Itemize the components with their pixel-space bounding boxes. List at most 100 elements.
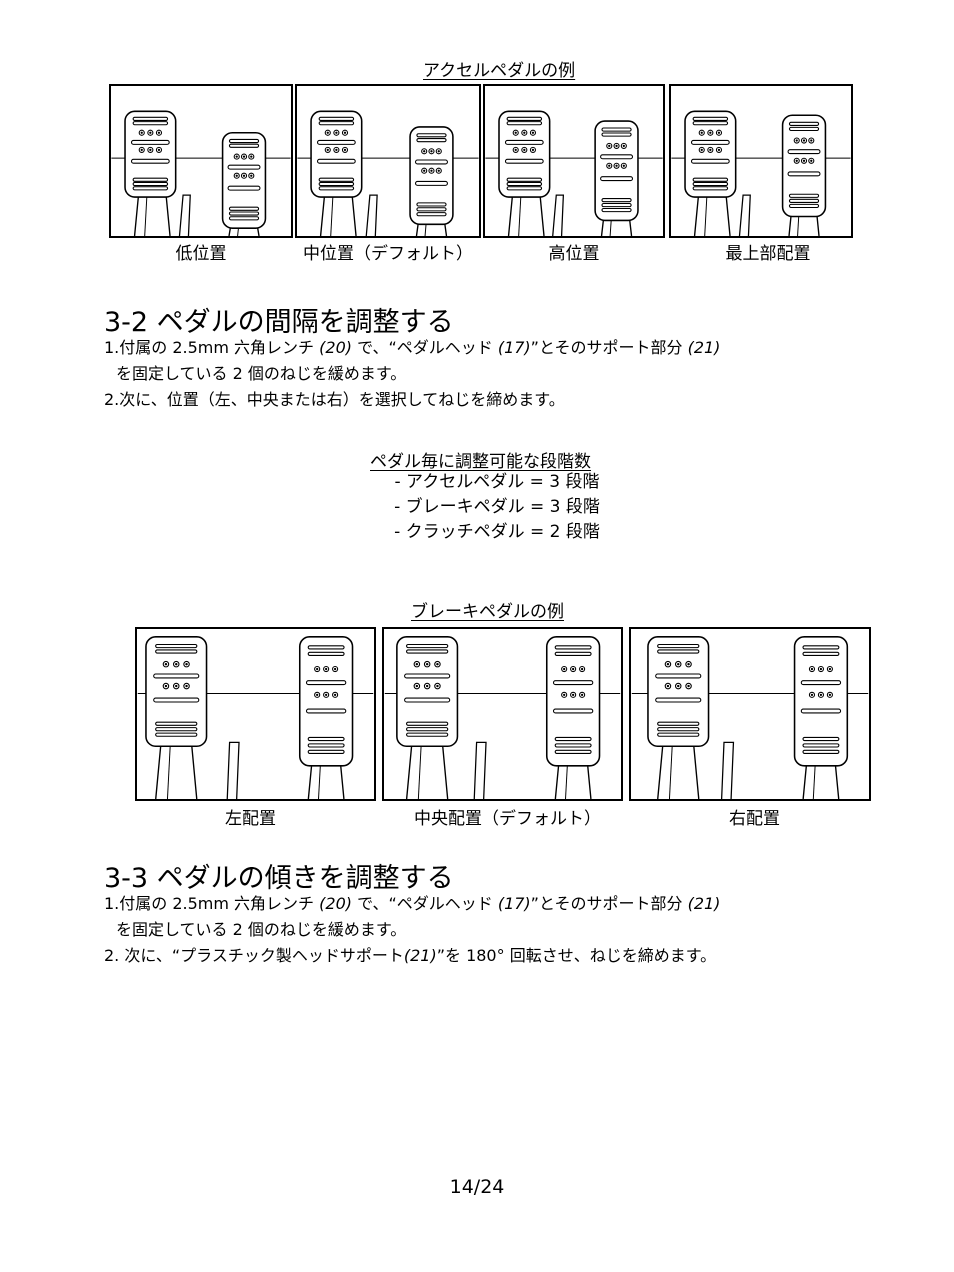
ref-pedal-head-plate <box>498 110 551 198</box>
ref-pedal-head-bolt-core <box>326 131 329 134</box>
ref-pedal-head-bar <box>504 139 544 145</box>
brake-pedal-head-groove <box>406 727 449 732</box>
accel-pedal-head-bolt-core <box>324 667 328 671</box>
accel-pedal-head-groove <box>802 743 840 748</box>
accel-pedal-head-groove <box>554 749 592 754</box>
brake-pedal-head-bar <box>153 673 200 679</box>
accel-pedal-head <box>781 114 827 218</box>
ref-pedal-head-groove <box>692 186 729 191</box>
ref-pedal-head-bolt-core <box>531 131 535 134</box>
ref-pedal-head-groove <box>692 121 729 126</box>
accel-pedal-head-groove <box>788 126 820 132</box>
section-3-3-line-1: 1.付属の 2.5mm 六角レンチ (20) で、“ペダルヘッド (17)”とそ… <box>104 894 721 913</box>
brake-pedal-head-groove <box>155 732 198 737</box>
brake-pedal-head-bolt-core <box>436 662 439 666</box>
brake-label-center: 中央配置（デフォルト） <box>414 809 601 829</box>
ref-pedal-head-groove <box>506 121 543 126</box>
brake-illustration-left <box>137 636 374 799</box>
support-bracket <box>226 741 240 799</box>
brake-label-left: 左配置 <box>225 809 276 829</box>
brake-pedal-head-bolt-core <box>164 684 168 688</box>
accel-pedal-head-bolt-core <box>250 174 253 177</box>
brake-pedal-head-groove <box>657 643 700 649</box>
ref-pedal-head <box>684 110 737 198</box>
accel-pedal-head-bolt-core <box>242 155 246 158</box>
accel-pedal-head-groove <box>416 212 447 217</box>
accel-pedal-head-bolt-core <box>795 139 798 142</box>
accel-pedal-head <box>793 636 849 767</box>
accel-pedal-head-groove <box>307 651 345 656</box>
accel-pedal-head-groove <box>554 651 592 656</box>
brake-pedal-head-bolt-core <box>687 662 690 666</box>
brake-pedal-head-bolt-core <box>425 662 429 666</box>
ref-pedal-head-groove <box>132 121 169 126</box>
ref-pedal-head-groove <box>132 116 169 121</box>
section-3-2-text: 1.付属の 2.5mm 六角レンチ (20) で、“ペダルヘッド (17)”とそ… <box>104 335 720 413</box>
ref-pedal-head-bolt-core <box>149 131 152 134</box>
accel-pedal-head-bolt-core <box>242 174 246 177</box>
ref-pedal-head-groove <box>692 116 729 121</box>
brake-caption: ブレーキペダルの例 <box>411 602 564 622</box>
accel-illustration-high <box>485 110 663 236</box>
brake-pedal-head-plate <box>647 636 710 748</box>
support-bracket <box>720 741 735 799</box>
brake-pedal-head-bolt-core <box>415 684 419 688</box>
ref-pedal-head-groove <box>692 181 729 187</box>
brake-panel-center <box>382 627 623 801</box>
brake-pedal-head-bar <box>655 673 702 679</box>
ref-pedal-head-bolt-core <box>149 148 152 152</box>
accel-pedal-head-groove <box>307 749 345 754</box>
brake-pedal-head-bolt-core <box>677 684 680 688</box>
brake-pedal-arm-detail <box>166 742 171 799</box>
steps-item-accel: - アクセルペダル = 3 段階 <box>394 472 600 492</box>
accel-pedal-head-groove <box>554 736 592 742</box>
accel-label-top: 最上部配置 <box>725 244 811 264</box>
support-bracket <box>365 194 378 236</box>
accel-panel-mid <box>295 84 481 238</box>
accel-pedal-head-bolt-core <box>615 144 618 148</box>
ref-pedal-head-bar <box>130 158 170 164</box>
ref-pedal-head-bolt-core <box>523 148 526 152</box>
steps-caption: ペダル毎に調整可能な段階数 <box>370 452 591 472</box>
brake-pedal-head <box>396 636 459 748</box>
accel-pedal-head-groove <box>228 211 260 216</box>
accel-pedal-head-groove <box>307 645 345 650</box>
brake-pedal-head-groove <box>406 721 449 726</box>
accel-label-low: 低位置 <box>175 244 227 264</box>
accel-pedal-head-bolt-core <box>819 693 823 696</box>
accel-pedal-head-bolt-core <box>802 139 806 142</box>
brake-pedal-head-bolt-core <box>185 684 188 688</box>
ref-pedal-head-bar <box>690 139 730 145</box>
ref-pedal-head-bolt-core <box>514 131 517 134</box>
section-3-2-line-1: 1.付属の 2.5mm 六角レンチ (20) で、“ペダルヘッド (17)”とそ… <box>104 338 721 357</box>
accel-pedal-head-groove <box>554 645 592 650</box>
accel-pedal-head-groove <box>601 207 632 213</box>
accel-panel-high <box>483 84 665 238</box>
brake-pedal-head <box>647 636 710 748</box>
accel-panel-top <box>669 84 853 238</box>
brake-pedal-head-groove <box>155 727 198 732</box>
ref-pedal-head-bolt-core <box>514 148 517 152</box>
accel-pedal-head-bolt-core <box>802 159 806 162</box>
accel-pedal-head-bar <box>800 680 842 686</box>
accel-pedal-head-bolt-core <box>580 693 584 696</box>
accel-pedal-head-bolt-core <box>615 164 618 167</box>
accel-pedal-head-bolt-core <box>819 667 823 671</box>
ref-pedal-head-groove <box>132 177 169 182</box>
accel-pedal-head-bar <box>415 159 448 165</box>
ref-pedal-head-groove <box>132 186 169 191</box>
brake-label-right: 右配置 <box>729 809 780 829</box>
brake-pedal-head-bolt-core <box>666 662 670 666</box>
accel-pedal-head-bar <box>552 708 594 714</box>
brake-pedal-head-bolt-core <box>687 684 690 688</box>
section-3-3-text: 1.付属の 2.5mm 六角レンチ (20) で、“ペダルヘッド (17)”とそ… <box>104 891 720 969</box>
accel-pedal-head-bar <box>787 171 821 177</box>
brake-pedal-head-bolt-core <box>666 684 670 688</box>
ref-pedal-head <box>124 110 177 198</box>
accel-label-mid: 中位置（デフォルト） <box>303 244 473 264</box>
ref-pedal-head-bolt-core <box>335 148 338 152</box>
section-3-3-line-3: 2. 次に、“プラスチック製ヘッドサポート(21)”を 180° 回転させ、ねじ… <box>104 946 717 965</box>
accel-pedal-head-plate <box>781 114 827 218</box>
ref-pedal-head-bolt-core <box>709 131 712 134</box>
accel-pedal-head-plate <box>545 636 601 767</box>
